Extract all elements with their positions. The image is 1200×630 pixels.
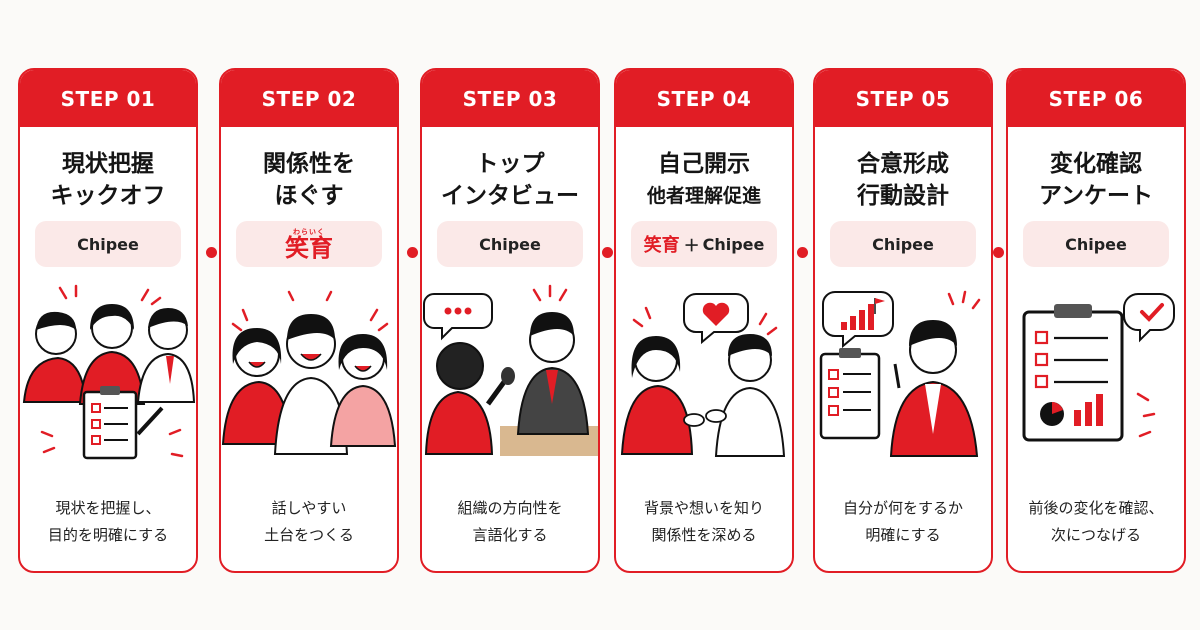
goal-planning-illustration	[819, 290, 981, 457]
step-title-line2: 行動設計	[857, 183, 949, 209]
step-desc-line1: 前後の変化を確認、	[1028, 499, 1164, 517]
step-title-line1: 合意形成	[857, 151, 949, 177]
connector-dot	[797, 247, 808, 258]
step-label: STEP 04	[616, 70, 792, 127]
connector-dot	[206, 247, 217, 258]
step-title: 変化確認 アンケート	[1008, 148, 1184, 212]
step-title-line1: トップ	[475, 151, 545, 177]
step-label: STEP 02	[221, 70, 397, 127]
step-description: 背景や想いを知り 関係性を深める	[616, 495, 792, 549]
step-title: 自己開示 他者理解促進	[616, 148, 792, 212]
brand-name: Chipee	[872, 234, 934, 254]
step-description: 自分が何をするか 明確にする	[815, 495, 991, 549]
step-desc-line2: 次につなげる	[1050, 526, 1141, 544]
step-title-line2: ほぐす	[274, 183, 344, 209]
step-label: STEP 05	[815, 70, 991, 127]
step-description: 組織の方向性を 言語化する	[422, 495, 598, 549]
step-desc-line1: 背景や想いを知り	[643, 499, 764, 517]
step-card-2: STEP 02 関係性を ほぐす わらいく 笑育	[219, 68, 399, 573]
step-title-line2: インタビュー	[441, 183, 579, 209]
step-title: 合意形成 行動設計	[815, 148, 991, 212]
step-card-1: STEP 01 現状把握 キックオフ Chipee	[18, 68, 198, 573]
survey-clipboard-illustration	[1022, 293, 1175, 442]
step-title-line1: 関係性を	[263, 151, 355, 177]
step-title-line2: キックオフ	[50, 183, 166, 209]
step-desc-line1: 現状を把握し、	[55, 499, 161, 517]
brand-ruby: わらいく	[293, 227, 325, 236]
laughing-people-illustration	[221, 290, 397, 455]
brand-badge: Chipee	[35, 221, 181, 267]
step-title-line1: 現状把握	[62, 151, 154, 177]
brand-badge: Chipee	[1023, 221, 1169, 267]
step-title: 現状把握 キックオフ	[20, 148, 196, 212]
step-title-line1: 変化確認	[1050, 151, 1142, 177]
step-description: 前後の変化を確認、 次につなげる	[1008, 495, 1184, 549]
step-desc-line1: 組織の方向性を	[457, 499, 563, 517]
step-label: STEP 03	[422, 70, 598, 127]
step-label: STEP 01	[20, 70, 196, 127]
step-desc-line2: 明確にする	[865, 526, 941, 544]
step-desc-line2: 土台をつくる	[264, 526, 354, 544]
step-card-6: STEP 06 変化確認 アンケート Chipee	[1006, 68, 1186, 573]
step-desc-line2: 目的を明確にする	[47, 526, 169, 544]
step-title: 関係性を ほぐす	[221, 148, 397, 212]
step-title-line2: アンケート	[1038, 183, 1154, 209]
step-description: 話しやすい 土台をつくる	[221, 495, 397, 549]
brand-badge: Chipee	[830, 221, 976, 267]
connector-dot	[602, 247, 613, 258]
connector-dot	[993, 247, 1004, 258]
step-desc-line2: 言語化する	[472, 526, 548, 544]
brand-badge: Chipee	[437, 221, 583, 267]
brand-name: Chipee	[77, 234, 139, 254]
brand-name: 笑育	[285, 233, 333, 262]
step-title-line1: 自己開示	[658, 151, 750, 177]
step-label: STEP 06	[1008, 70, 1184, 127]
connector-dot	[407, 247, 418, 258]
brand-name: Chipee	[1065, 234, 1127, 254]
waraiku-logo: わらいく 笑育	[285, 227, 333, 262]
brand-name: Chipee	[479, 234, 541, 254]
brand-badge: 笑育 ＋ Chipee	[631, 221, 777, 267]
brand-name: 笑育	[643, 235, 680, 256]
step-desc-line2: 関係性を深める	[651, 526, 757, 544]
plus-sign: ＋	[683, 236, 700, 255]
conversation-heart-illustration	[620, 293, 786, 457]
step-title: トップ インタビュー	[422, 148, 598, 212]
step-card-5: STEP 05 合意形成 行動設計 Chipee	[813, 68, 993, 573]
step-desc-line1: 話しやすい	[271, 499, 347, 517]
brand-name-2: Chipee	[702, 234, 765, 254]
step-card-4: STEP 04 自己開示 他者理解促進 笑育 ＋ Chipee	[614, 68, 794, 573]
kickoff-meeting-illustration	[22, 284, 196, 460]
step-card-3: STEP 03 トップ インタビュー Chipee	[420, 68, 600, 573]
step-desc-line1: 自分が何をするか	[842, 499, 963, 517]
brand-badge: わらいく 笑育	[236, 221, 382, 267]
step-title-line2: 他者理解促進	[646, 185, 761, 207]
interview-illustration	[423, 284, 598, 456]
step-description: 現状を把握し、 目的を明確にする	[20, 495, 196, 549]
